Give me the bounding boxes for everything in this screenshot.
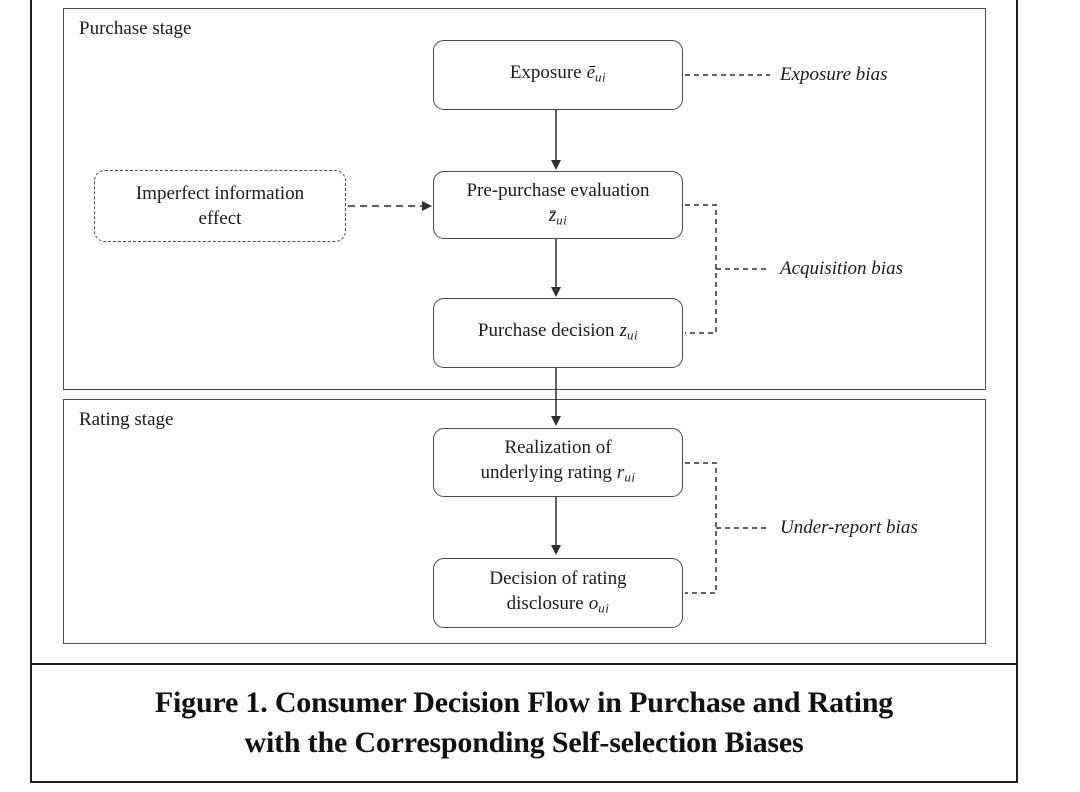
- node-imperfect-line1: Imperfect information: [135, 183, 305, 204]
- acquisition-bias-label: Acquisition bias: [780, 258, 903, 279]
- node-prepurchase-evaluation: Pre-purchase evaluation z̄ui: [433, 171, 683, 239]
- node-realization-line1: Realization of: [504, 437, 612, 459]
- rating-stage-label: Rating stage: [79, 409, 174, 430]
- node-imperfect-line2: effect: [198, 208, 242, 229]
- figure-caption: Figure 1. Consumer Decision Flow in Purc…: [30, 663, 1018, 783]
- under-report-bias-label: Under-report bias: [780, 517, 918, 538]
- exposure-bias-label: Exposure bias: [780, 64, 888, 85]
- caption-line1: Figure 1. Consumer Decision Flow in Purc…: [154, 686, 894, 719]
- node-prepurchase-symbol: z̄ui: [548, 204, 568, 228]
- purchase-stage-label: Purchase stage: [79, 18, 192, 39]
- node-disclosure-line1: Decision of rating: [489, 567, 627, 589]
- node-prepurchase-line1: Pre-purchase evaluation: [466, 179, 650, 201]
- node-imperfect-information-effect: Imperfect information effect: [94, 170, 346, 242]
- caption-line2: with the Corresponding Self-selection Bi…: [244, 726, 804, 759]
